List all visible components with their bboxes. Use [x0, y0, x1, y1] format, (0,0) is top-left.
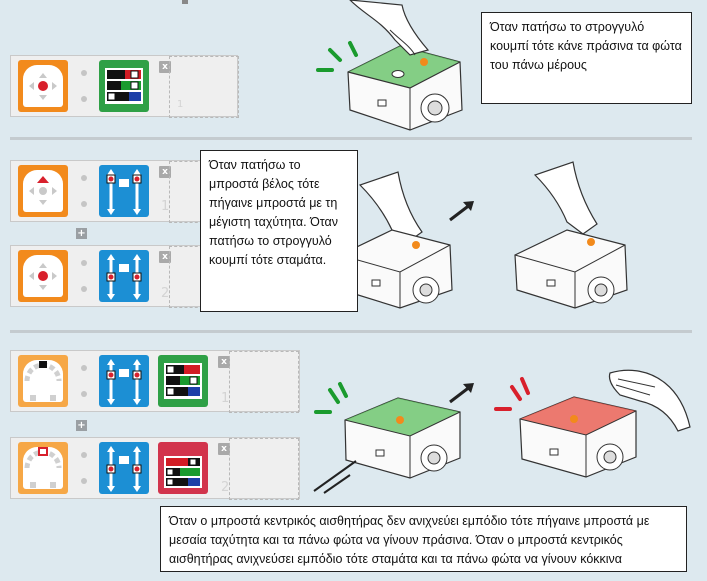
motor-stop-icon	[106, 254, 142, 300]
proximity-sensor-icon	[24, 447, 62, 488]
note-2: Όταν πατήσω το μπροστά βέλος τότε πήγαιν…	[200, 150, 358, 312]
button-event-block[interactable]	[18, 165, 68, 217]
led-color-icon	[164, 456, 202, 488]
motors-stop-block[interactable]	[99, 442, 149, 494]
forward-motion-arrow	[449, 383, 474, 404]
robot-forward-illustration	[339, 171, 453, 309]
remove-block-button[interactable]: x	[159, 166, 171, 178]
front-sensor-obstacle-block[interactable]	[18, 442, 68, 494]
empty-slot[interactable]	[169, 56, 239, 118]
remove-block-button[interactable]: x	[159, 251, 171, 263]
top-leds-red-block[interactable]	[158, 442, 208, 494]
row-number: 2	[221, 480, 230, 495]
robot-obstacle-red-illustration	[494, 369, 691, 478]
button-event-block[interactable]	[18, 60, 68, 112]
motion-lines-icon	[313, 460, 357, 494]
program-row-1: x 1	[10, 55, 239, 118]
note-1: Όταν πατήσω το στρογγυλό κουμπί τότε κάν…	[481, 12, 692, 104]
section-divider	[10, 330, 692, 333]
motors-stop-block[interactable]	[99, 250, 149, 302]
motors-max-forward-block[interactable]	[99, 165, 149, 217]
program-row-4: x 1	[10, 350, 300, 413]
motor-speed-icon	[106, 169, 142, 215]
add-row-button[interactable]: +	[76, 228, 87, 239]
robot-stopped-illustration	[514, 161, 628, 309]
row-number: 2	[161, 286, 170, 301]
program-row-5: x 2	[10, 437, 300, 500]
led-color-icon	[164, 363, 202, 399]
robot-moving-green-illustration	[314, 382, 461, 479]
add-row-button[interactable]: +	[76, 420, 87, 431]
motors-medium-forward-block[interactable]	[99, 355, 149, 407]
scroll-handle[interactable]	[182, 0, 188, 4]
section-divider	[10, 137, 692, 140]
led-color-icon	[105, 68, 143, 104]
empty-slot[interactable]	[229, 438, 299, 500]
top-leds-green-block[interactable]	[158, 355, 208, 407]
remove-block-button[interactable]: x	[218, 443, 230, 455]
row-number: 1	[221, 391, 230, 406]
center-button-icon	[29, 73, 57, 100]
robot-button-press-illustration	[316, 0, 463, 131]
row-number: 1	[161, 199, 170, 214]
note-3: Όταν ο μπροστά κεντρικός αισθητήρας δεν …	[160, 506, 687, 572]
front-sensor-no-obstacle-block[interactable]	[18, 355, 68, 407]
forward-arrow-button-icon	[29, 176, 57, 205]
empty-slot[interactable]	[229, 351, 299, 413]
forward-motion-arrow	[449, 201, 474, 222]
motor-speed-icon	[106, 359, 142, 405]
center-button-icon	[29, 263, 57, 290]
button-event-block[interactable]	[18, 250, 68, 302]
remove-block-button[interactable]: x	[218, 356, 230, 368]
top-leds-green-block[interactable]	[99, 60, 149, 112]
motor-stop-icon	[106, 446, 142, 492]
row-number: 1	[177, 99, 184, 110]
remove-block-button[interactable]: x	[159, 61, 171, 73]
proximity-sensor-icon	[24, 361, 62, 401]
